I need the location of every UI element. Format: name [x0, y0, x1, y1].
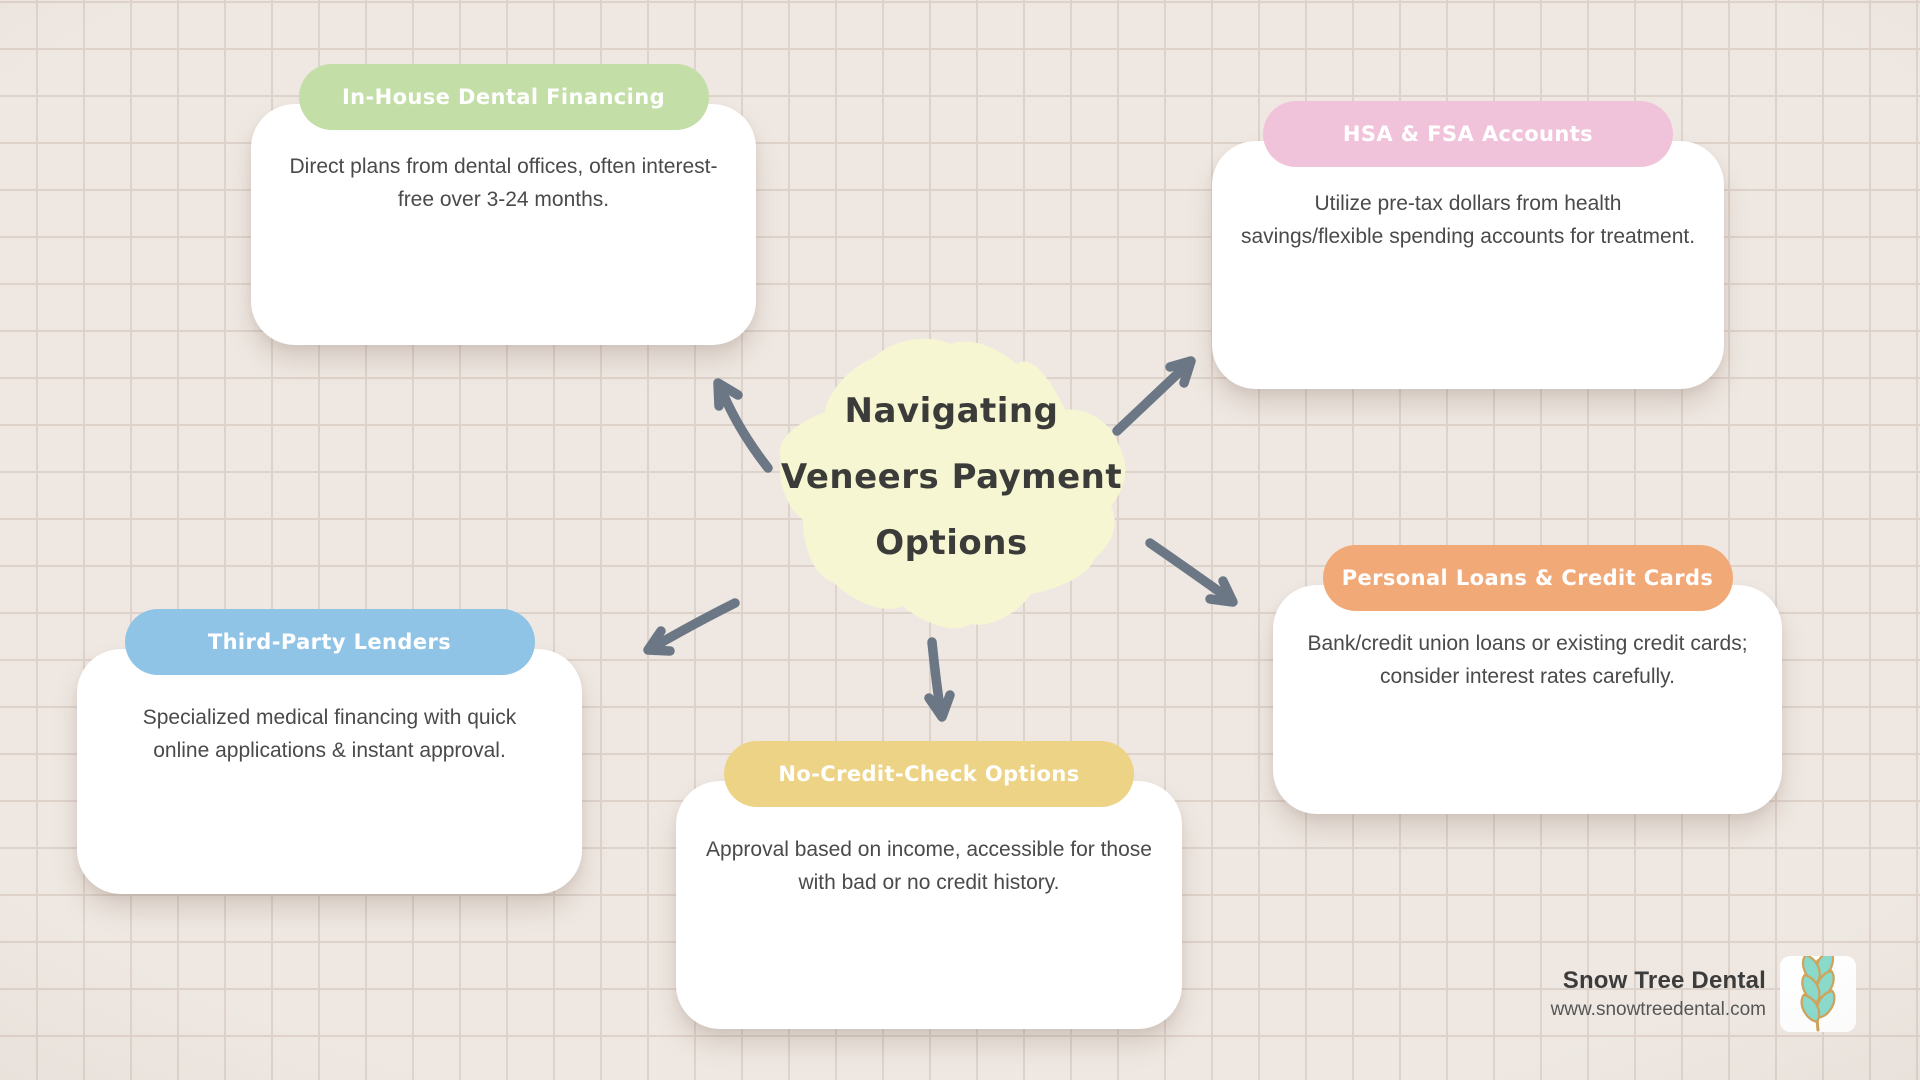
branch-header-pill: HSA & FSA Accounts	[1263, 101, 1673, 167]
branch-header-pill: No-Credit-Check Options	[724, 741, 1134, 807]
brand-website: www.snowtreedental.com	[1550, 999, 1766, 1020]
brand-footer: Snow Tree Dental www.snowtreedental.com	[1551, 949, 1856, 1032]
arrow-to-in-house-dental-financing	[713, 378, 773, 473]
arrow-to-third-party-lenders	[643, 598, 740, 656]
leaf-branch-logo-icon	[1780, 949, 1856, 1032]
branch-card-no-credit-check-options: No-Credit-Check Options Approval based o…	[676, 741, 1182, 1029]
branch-description: Approval based on income, accessible for…	[706, 838, 1152, 894]
branch-header-pill: In-House Dental Financing	[298, 64, 709, 130]
branch-label: HSA & FSA Accounts	[1342, 122, 1594, 146]
branch-card-in-house-dental-financing: In-House Dental Financing Direct plans f…	[251, 64, 756, 345]
arrow-to-personal-loans-credit-cards	[1145, 538, 1238, 607]
central-topic: Navigating Veneers Payment Options	[769, 328, 1134, 634]
brand-name: Snow Tree Dental	[1562, 967, 1766, 994]
branch-label: Third-Party Lenders	[207, 630, 452, 654]
central-topic-line: Veneers Payment	[780, 457, 1123, 497]
branch-card-third-party-lenders: Third-Party Lenders Specialized medical …	[77, 609, 582, 894]
branch-label: No-Credit-Check Options	[778, 762, 1080, 786]
branch-label: Personal Loans & Credit Cards	[1341, 566, 1714, 590]
branch-header-pill: Third-Party Lenders	[124, 609, 535, 675]
branch-header-pill: Personal Loans & Credit Cards	[1322, 545, 1733, 611]
branch-description: Specialized medical financing with quick…	[142, 706, 517, 762]
central-topic-title: Navigating Veneers Payment Options	[769, 328, 1134, 634]
brand-text: Snow Tree Dental www.snowtreedental.com	[1551, 967, 1766, 1021]
branch-card-hsa-fsa-accounts: HSA & FSA Accounts Utilize pre-tax dolla…	[1212, 101, 1724, 389]
arrow-to-no-credit-check-options	[924, 637, 955, 722]
branch-label: In-House Dental Financing	[341, 85, 666, 109]
branch-description: Direct plans from dental offices, often …	[289, 155, 718, 211]
central-topic-line: Options	[875, 523, 1028, 563]
branch-description: Bank/credit union loans or existing cred…	[1307, 632, 1748, 688]
branch-card-personal-loans-credit-cards: Personal Loans & Credit Cards Bank/credi…	[1273, 545, 1782, 814]
central-blob-shape	[779, 338, 1126, 629]
branch-description: Utilize pre-tax dollars from health savi…	[1240, 192, 1696, 248]
central-topic-line: Navigating	[844, 391, 1059, 431]
